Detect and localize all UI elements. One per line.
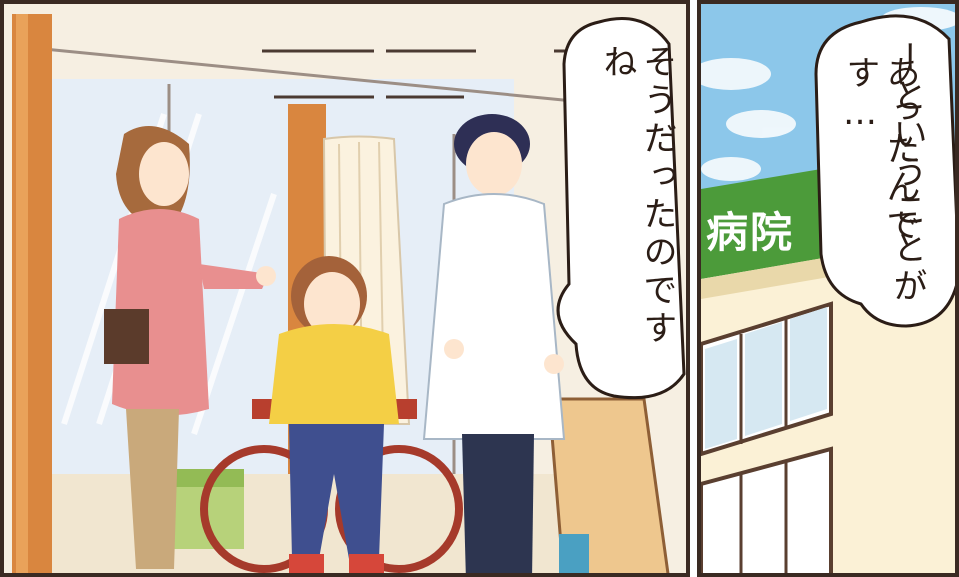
patient-in-wheelchair xyxy=(200,256,463,573)
hospital-building-illustration xyxy=(701,4,955,573)
speech-text-doctor: そうだったのですね xyxy=(597,44,677,348)
doctor-figure xyxy=(422,114,566,573)
hospital-sign-text: 病院 xyxy=(706,208,795,257)
speech-bubble-right xyxy=(814,14,955,328)
speech-text-mother-line2: あったんです… xyxy=(840,55,920,245)
woman-figure xyxy=(104,126,276,569)
hospital-room-illustration xyxy=(4,4,686,573)
speech-text-mother-line1: ーということが xyxy=(887,40,927,306)
hospital-room-panel: そうだったのですね xyxy=(0,0,690,577)
hospital-exterior-panel: 病院 xyxy=(697,0,959,577)
speech-bubble-left xyxy=(556,17,686,400)
